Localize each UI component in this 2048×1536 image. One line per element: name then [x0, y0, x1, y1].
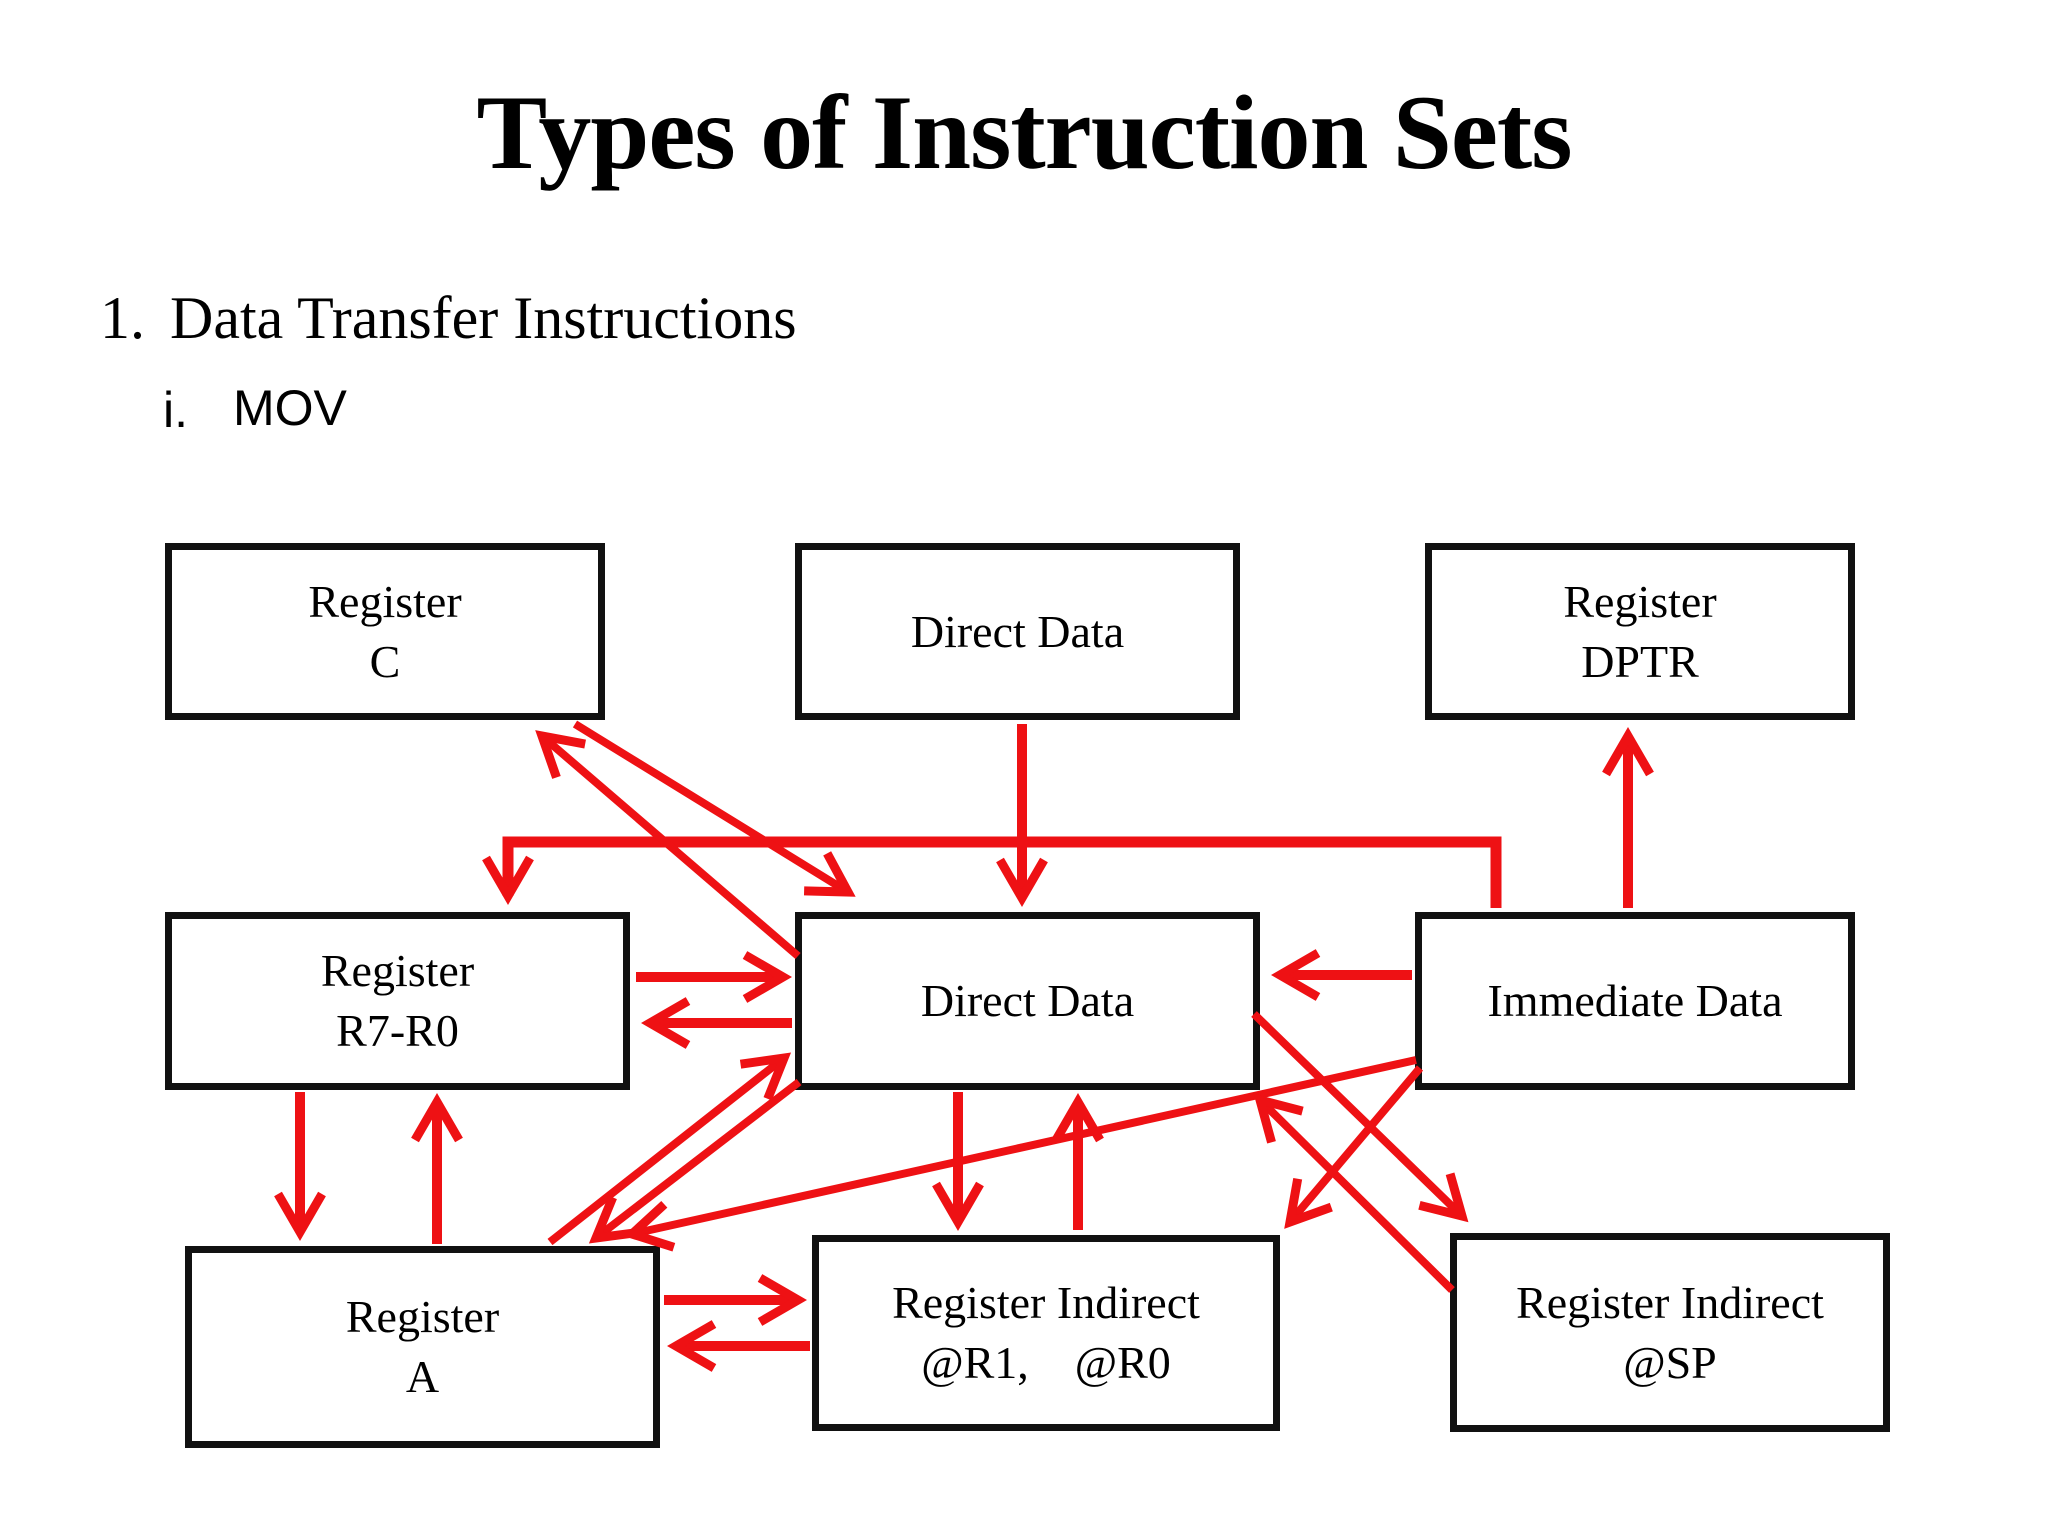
node-register-indirect-sp: Register Indirect @SP [1450, 1233, 1890, 1432]
node-direct-data-top: Direct Data [795, 543, 1240, 720]
node-label-register-a: A [405, 1351, 440, 1402]
node-label-register-c: Register [308, 575, 462, 627]
arrow-indirect-sp-to-direct [1253, 1093, 1455, 1293]
node-label-register-c: C [369, 635, 401, 687]
node-label-immediate-data: Immediate Data [1487, 975, 1783, 1027]
node-register-indirect-r1-r0: Register Indirect @R1, @R0 [812, 1235, 1280, 1431]
node-label-register-dptr: Register [1563, 575, 1717, 627]
arrow-direct-to-a [588, 1078, 802, 1244]
node-label-register-indirect-r1-r0: Register Indirect [892, 1277, 1200, 1329]
node-label-register-indirect-sp: Register Indirect [1516, 1276, 1824, 1328]
arrow-immediate-to-indirect-r1-r0 [1284, 1065, 1424, 1229]
node-direct-data: Direct Data [795, 912, 1260, 1090]
sub-item-number: i. [163, 382, 188, 438]
sub-item-label: MOV [233, 380, 347, 436]
node-label-register-r7-r0: Register [320, 945, 475, 997]
arrow-immediate-to-r7-r0 [482, 836, 1502, 908]
node-label-register-indirect-sp: @SP [1623, 1336, 1717, 1388]
node-label-direct-data: Direct Data [920, 975, 1135, 1027]
list-item-label: Data Transfer Instructions [170, 285, 797, 351]
node-label-register-indirect-r1-r0: @R1, @R0 [921, 1337, 1171, 1388]
list-item-number: 1. [100, 285, 145, 351]
node-immediate-data: Immediate Data [1415, 912, 1855, 1090]
node-label-register-a: Register [345, 1291, 500, 1343]
node-label-register-dptr: DPTR [1581, 635, 1699, 687]
node-label-register-r7-r0: R7-R0 [336, 1005, 459, 1056]
node-label-direct-data-top: Direct Data [910, 605, 1125, 657]
arrow-c-to-direct [572, 720, 856, 897]
slide-title: Types of Instruction Sets [476, 74, 1573, 191]
